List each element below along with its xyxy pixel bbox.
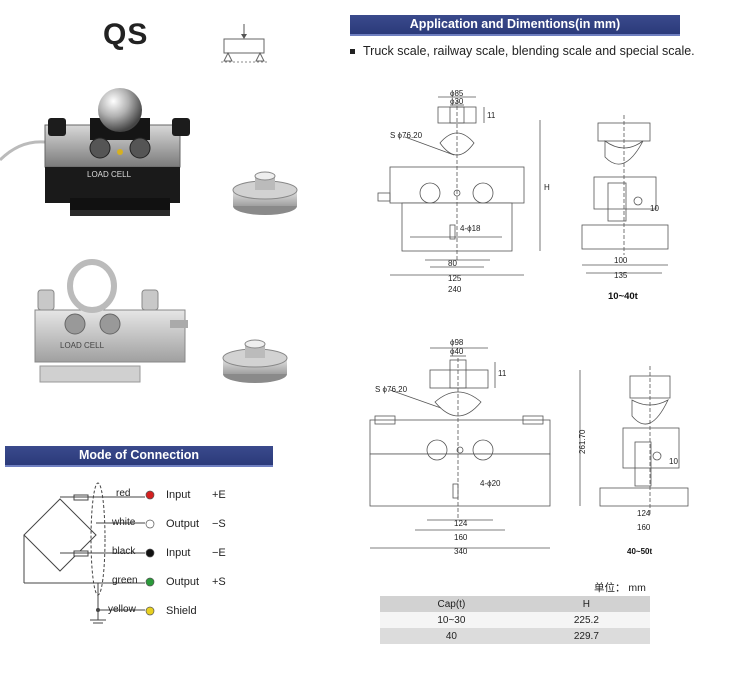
dim-hole: 4-ϕ18 <box>460 224 481 233</box>
wire-label-list: red white black green yellow <box>108 483 258 633</box>
load-cell-photo-black: LOAD CELL <box>0 88 190 216</box>
dim-h26170: 261.70 <box>578 429 587 454</box>
dim-s7620-2: S ϕ76.20 <box>375 385 408 394</box>
application-text: Truck scale, railway scale, blending sca… <box>363 44 695 58</box>
table-row: 10~30 225.2 <box>380 612 650 628</box>
dim-w125: 125 <box>448 274 462 283</box>
dim-d85: ϕ85 <box>450 89 464 98</box>
dim-w80: 80 <box>448 259 457 268</box>
wire-color-white: white <box>112 517 136 528</box>
black-dot-icon <box>145 548 155 558</box>
polarity-red: +E <box>212 489 226 501</box>
application-banner: Application and Dimentions(in mm) <box>350 15 680 36</box>
wire-color-yellow: yellow <box>108 604 136 615</box>
polarity-green: +S <box>212 576 226 588</box>
dim-w160: 160 <box>454 533 468 542</box>
dim-hole-2: 4-ϕ20 <box>480 479 501 488</box>
yellow-dot-icon <box>145 606 155 616</box>
dim-w100: 100 <box>614 256 628 265</box>
dim-d98: ϕ98 <box>450 338 464 347</box>
dim-h11-2: 11 <box>498 369 507 378</box>
dimension-drawing-10-40t: ϕ85 ϕ30 11 S ϕ76.20 H 4-ϕ18 80 125 240 1… <box>377 89 669 302</box>
signal-green: Output <box>166 576 200 588</box>
drawing-1-caption: 10~40t <box>608 291 639 302</box>
polarity-white: −S <box>212 518 226 530</box>
load-cell-photo-silver: LOAD CELL <box>34 259 188 383</box>
spec-table-header: Cap(t) H <box>380 596 650 612</box>
dim-w135: 135 <box>614 271 628 280</box>
dim-H: H <box>544 183 550 192</box>
dim-w124: 124 <box>454 519 468 528</box>
dim-w340: 340 <box>454 547 468 556</box>
application-description: Truck scale, railway scale, blending sca… <box>350 44 695 58</box>
unit-label: 单位： mm <box>594 582 646 594</box>
spec-header-cap: Cap(t) <box>380 596 523 612</box>
green-dot-icon <box>145 577 155 587</box>
signal-black: Input <box>166 547 191 559</box>
dim-w160b: 160 <box>637 523 651 532</box>
wire-color-red: red <box>116 488 131 499</box>
dim-t10-2: 10 <box>669 457 678 466</box>
signal-red: Input <box>166 489 191 501</box>
bullet-square-icon <box>350 49 355 55</box>
spec-cell-cap: 40 <box>380 628 523 644</box>
spec-cell-h: 229.7 <box>522 628 650 644</box>
load-direction-icon <box>221 24 267 63</box>
red-dot-icon <box>145 490 155 500</box>
signal-yellow: Shield <box>166 605 197 617</box>
dim-d30: ϕ30 <box>450 97 464 106</box>
connection-signal-list: Input Output Input Output Shield +E −S −… <box>166 489 256 624</box>
dim-h11: 11 <box>487 111 496 120</box>
wire-color-black: black <box>112 546 136 557</box>
load-cell-label-2: LOAD CELL <box>60 341 105 350</box>
wire-color-green: green <box>112 575 138 586</box>
dimension-drawing-40-50t: ϕ98 ϕ40 11 S ϕ76.20 261.70 4-ϕ20 124 160… <box>369 338 689 556</box>
dim-w124b: 124 <box>637 509 651 518</box>
product-model-title: QS <box>103 18 149 51</box>
wire-dot-column <box>145 490 155 616</box>
polarity-black: −E <box>212 547 226 559</box>
dim-w240: 240 <box>448 285 462 294</box>
load-button-photo-2 <box>222 339 288 383</box>
spec-header-h: H <box>522 596 650 612</box>
table-row: 40 229.7 <box>380 628 650 644</box>
drawing-2-caption: 40~50t <box>627 547 652 556</box>
spec-table: Cap(t) H 10~30 225.2 40 229.7 <box>380 596 650 644</box>
dim-t10: 10 <box>650 204 659 213</box>
load-cell-label-1: LOAD CELL <box>87 170 132 179</box>
load-button-photo-1 <box>232 171 298 215</box>
white-dot-icon <box>145 519 155 529</box>
connection-banner: Mode of Connection <box>5 446 273 467</box>
dim-d40: ϕ40 <box>450 347 464 356</box>
signal-white: Output <box>166 518 200 530</box>
spec-cell-cap: 10~30 <box>380 612 523 628</box>
wiring-diagram <box>23 482 145 624</box>
spec-cell-h: 225.2 <box>522 612 650 628</box>
dim-s7620: S ϕ76.20 <box>390 131 423 140</box>
